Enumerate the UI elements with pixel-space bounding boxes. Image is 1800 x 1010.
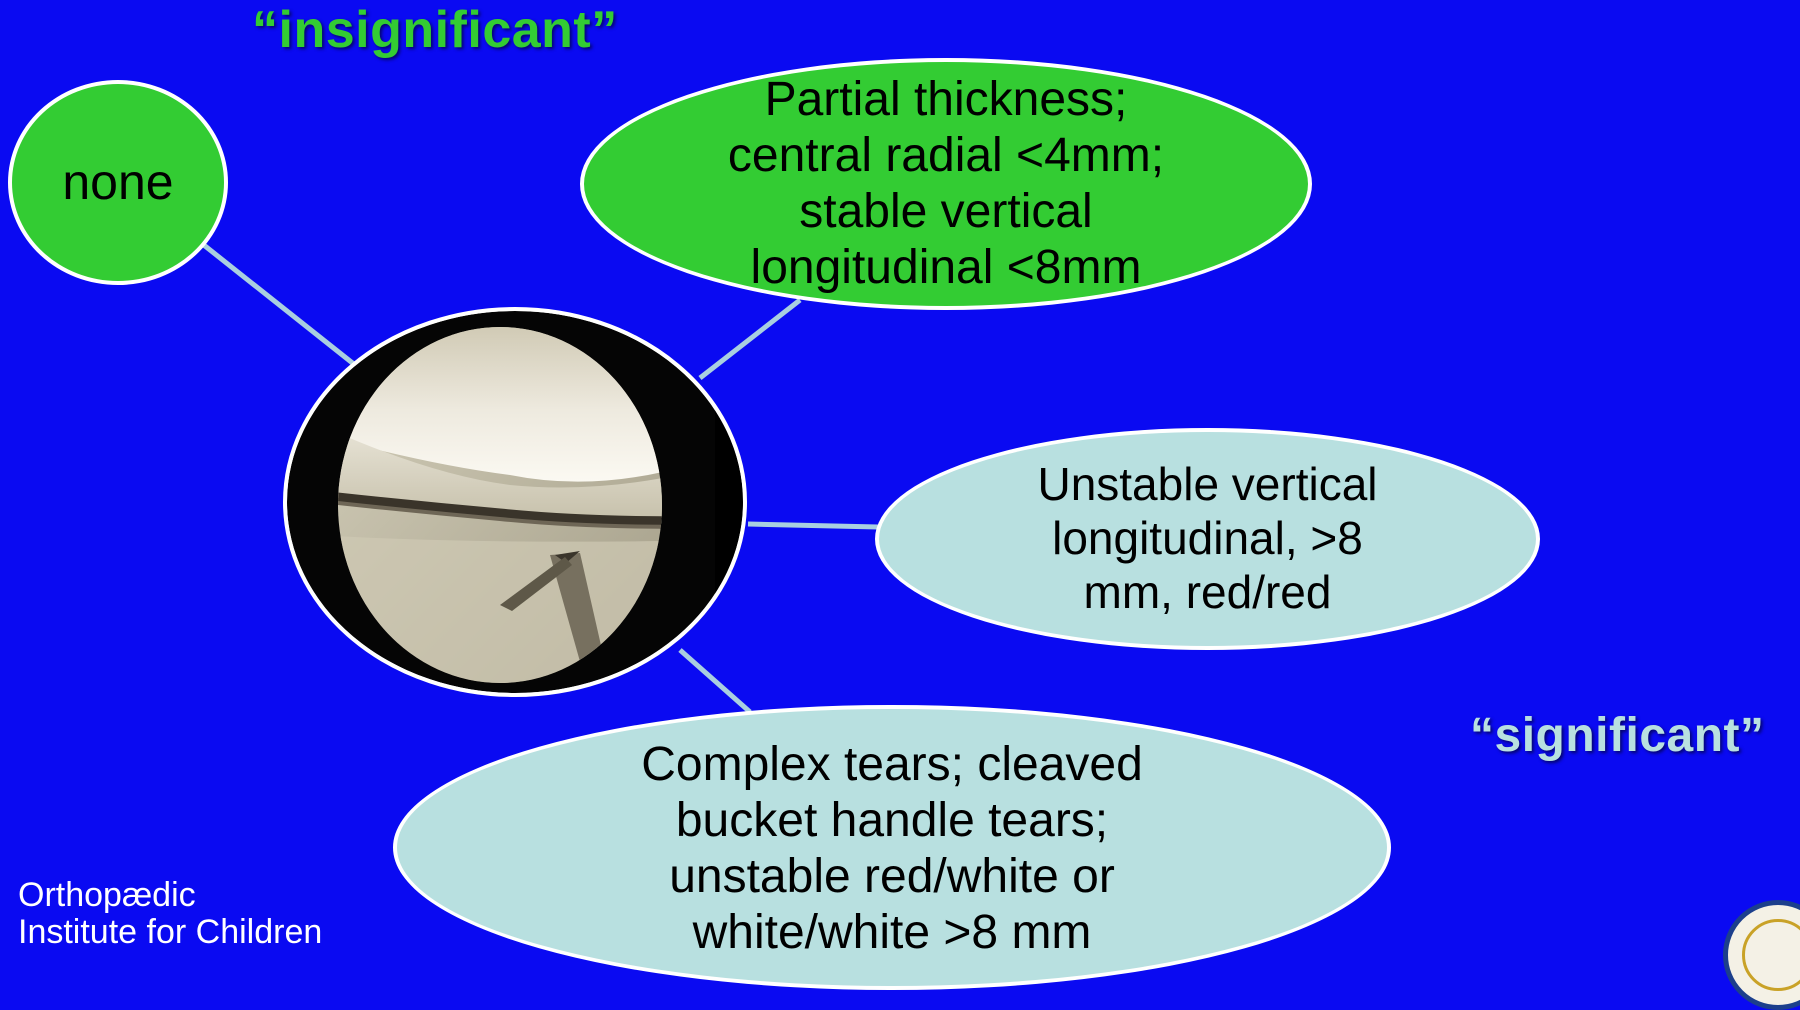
node-complex-line-3: unstable red/white or xyxy=(641,849,1143,905)
seal-logo-inner-ring xyxy=(1742,919,1800,991)
node-unstable-line-3: mm, red/red xyxy=(1037,566,1377,620)
node-partial-line-3: stable vertical xyxy=(728,184,1164,240)
node-complex-line-2: bucket handle tears; xyxy=(641,793,1143,849)
node-unstable-line-2: longitudinal, >8 xyxy=(1037,512,1377,566)
institution-name-line-1: Orthopædic xyxy=(18,877,322,914)
node-unstable-line-1: Unstable vertical xyxy=(1037,458,1377,512)
insignificant-heading: “insignificant” xyxy=(252,0,618,60)
node-partial-line-4: longitudinal <8mm xyxy=(728,240,1164,296)
node-none-label: none xyxy=(62,153,173,212)
institution-name-line-2: Institute for Children xyxy=(18,914,322,951)
significant-heading: “significant” xyxy=(1470,708,1765,763)
node-none: none xyxy=(8,80,228,285)
arthroscopy-image xyxy=(280,305,750,700)
connector-unstable xyxy=(748,524,878,527)
node-partial-line-1: Partial thickness; xyxy=(728,72,1164,128)
node-partial-line-2: central radial <4mm; xyxy=(728,128,1164,184)
node-complex-line-1: Complex tears; cleaved xyxy=(641,737,1143,793)
arthroscopy-image-drawing xyxy=(280,305,750,700)
node-partial-thickness: Partial thickness; central radial <4mm; … xyxy=(580,58,1312,310)
node-unstable-vertical: Unstable vertical longitudinal, >8 mm, r… xyxy=(875,428,1540,650)
node-complex-line-4: white/white >8 mm xyxy=(641,905,1143,961)
institution-name: Orthopædic Institute for Children xyxy=(18,877,322,952)
node-complex-tears: Complex tears; cleaved bucket handle tea… xyxy=(393,705,1391,990)
